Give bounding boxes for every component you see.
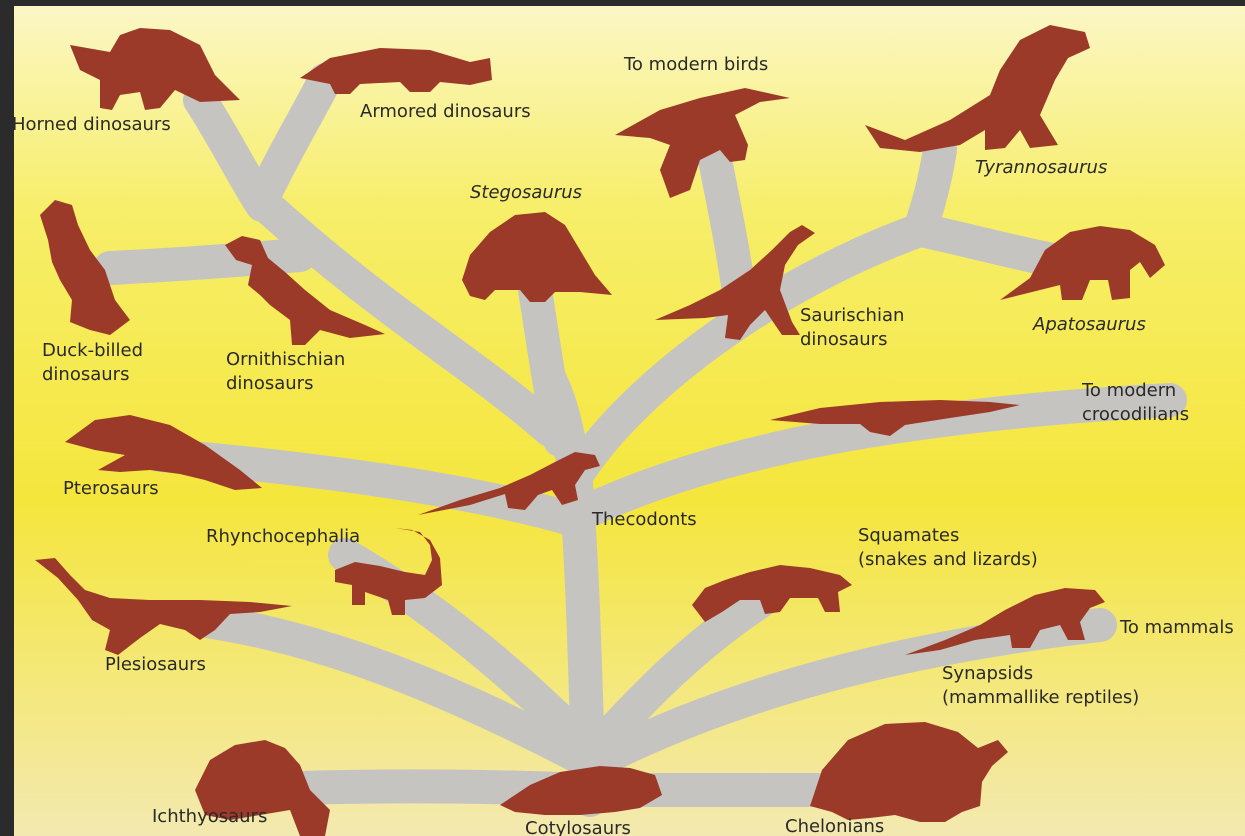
label-rhynchocephalia: Rhynchocephalia (206, 525, 360, 549)
label-ornithischian-dinosaurs: Ornithischian dinosaurs (226, 348, 345, 396)
label-chelonians: Chelonians (785, 815, 884, 836)
label-synapsids: Synapsids (mammallike reptiles) (942, 662, 1139, 710)
label-to-mammals: To mammals (1120, 616, 1234, 640)
label-pterosaurs: Pterosaurs (63, 477, 159, 501)
label-armored-dinosaurs: Armored dinosaurs (360, 100, 531, 124)
label-thecodonts: Thecodonts (592, 508, 697, 532)
label-to-modern-crocodilians: To modern crocodilians (1082, 379, 1189, 427)
label-tyrannosaurus: Tyrannosaurus (975, 156, 1107, 180)
label-apatosaurus: Apatosaurus (1033, 313, 1146, 337)
label-duck-billed-dinosaurs: Duck-billed dinosaurs (42, 339, 143, 387)
label-horned-dinosaurs: Horned dinosaurs (12, 113, 171, 137)
label-to-modern-birds: To modern birds (624, 53, 768, 77)
label-plesiosaurs: Plesiosaurs (105, 653, 206, 677)
label-cotylosaurs: Cotylosaurs (525, 817, 631, 836)
top-page-edge (0, 0, 1245, 6)
label-ichthyosaurs: Ichthyosaurs (152, 805, 267, 829)
label-stegosaurus: Stegosaurus (470, 181, 582, 205)
label-saurischian-dinosaurs: Saurischian dinosaurs (800, 304, 904, 352)
label-squamates: Squamates (snakes and lizards) (858, 524, 1038, 572)
